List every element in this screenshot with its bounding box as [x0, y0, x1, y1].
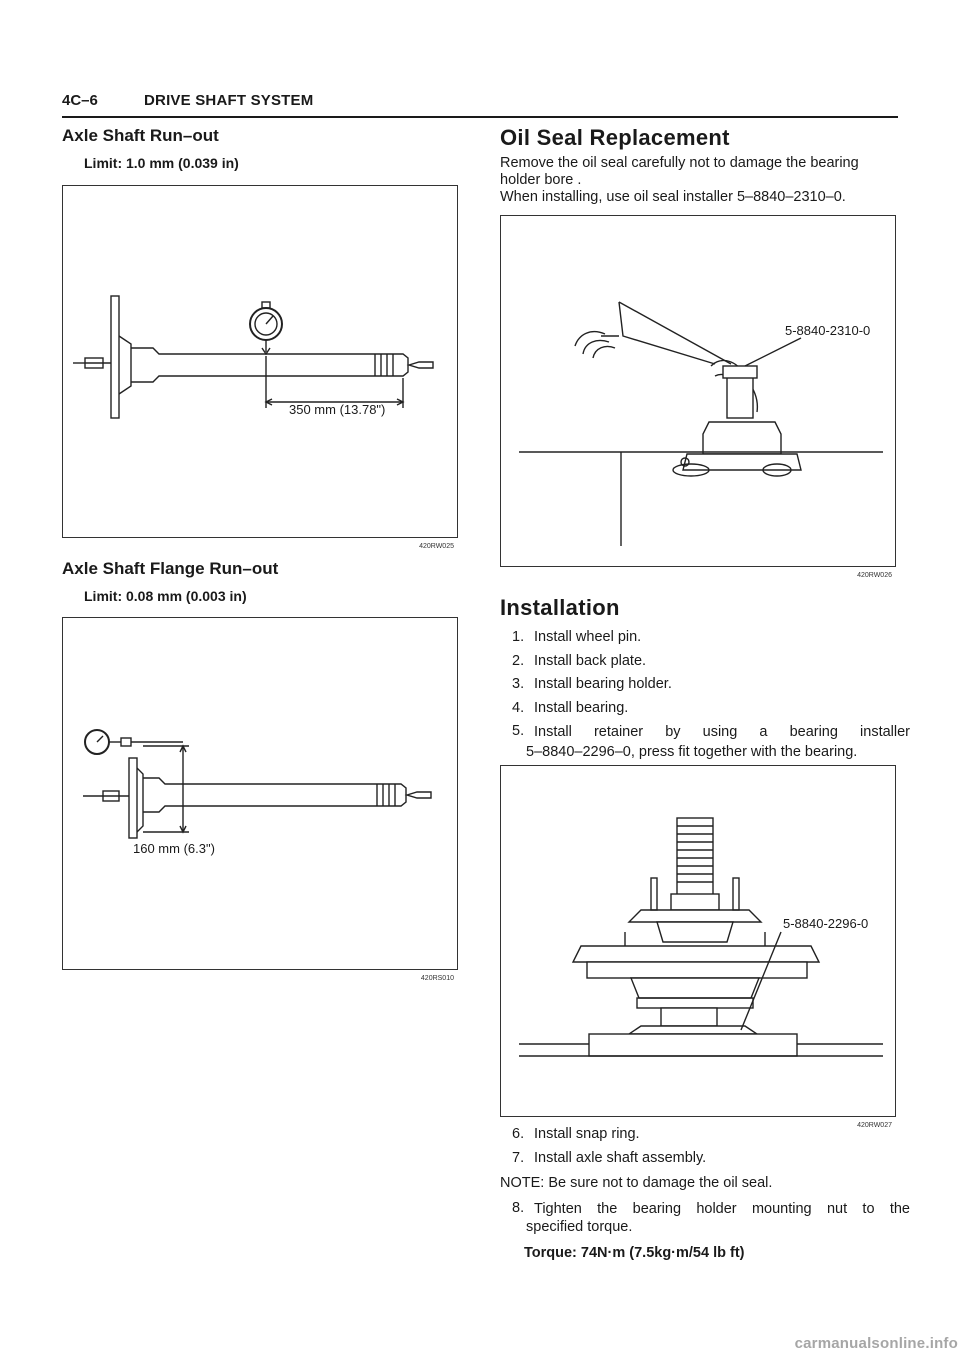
- list-item: 3. Install bearing holder.: [512, 676, 672, 692]
- note-text: NOTE: Be sure not to damage the oil seal…: [500, 1175, 773, 1191]
- list-item: 4. Install bearing.: [512, 699, 629, 716]
- installation-steps-a: 1. Install wheel pin. 2. Install back pl…: [512, 629, 910, 767]
- oil-seal-heading: Oil Seal Replacement: [500, 125, 730, 150]
- flange-limit: Limit: 0.08 mm (0.003 in): [84, 588, 247, 604]
- installation-heading: Installation: [500, 595, 620, 620]
- oil-seal-installer-illustration: [519, 301, 883, 546]
- section-number: 4C–6: [62, 92, 98, 109]
- oil-seal-tool-label: 5-8840-2310-0: [785, 323, 871, 338]
- list-item: 6. Install snap ring.: [512, 1126, 640, 1142]
- axle-flange-runout-illustration: [83, 729, 432, 839]
- runout-dimension-label: 350 mm (13.78"): [289, 402, 386, 417]
- page-header: 4C–6 DRIVE SHAFT SYSTEM: [62, 90, 898, 118]
- list-item: 2. Install back plate.: [512, 652, 647, 669]
- oil-seal-fig-code: 420RW026: [857, 572, 892, 579]
- flange-heading: Axle Shaft Flange Run–out: [62, 559, 279, 578]
- runout-limit: Limit: 1.0 mm (0.039 in): [84, 155, 239, 171]
- runout-fig-code: 420RW025: [419, 543, 454, 550]
- list-item: 8. Tighten the bearing holder mounting n…: [512, 1200, 910, 1235]
- torque-spec: Torque: 74N·m (7.5kg·m/54 lb ft): [524, 1245, 745, 1261]
- bearing-installer-figure: 5-8840-2296-0 420RW027: [500, 765, 896, 1129]
- installation-steps-b: 6. Install snap ring. 7. Install axle sh…: [512, 1126, 898, 1173]
- bearing-installer-illustration: [519, 817, 883, 1057]
- section-title: DRIVE SHAFT SYSTEM: [144, 92, 314, 109]
- list-item: 7. Install axle shaft assembly.: [512, 1149, 707, 1166]
- installation-step-8: 8. Tighten the bearing holder mounting n…: [512, 1200, 910, 1244]
- runout-figure: 350 mm (13.78") 420RW025: [62, 185, 458, 550]
- bearing-installer-fig-code: 420RW027: [857, 1122, 892, 1129]
- axle-shaft-runout-illustration: [73, 295, 434, 419]
- oil-seal-para-line1: Remove the oil seal carefully not to dam…: [500, 155, 859, 171]
- oil-seal-figure: 5-8840-2310-0 420RW026: [500, 215, 896, 579]
- bearing-installer-label: 5-8840-2296-0: [783, 916, 869, 931]
- list-item: 5. Install retainer by using a bearing i…: [512, 723, 910, 760]
- list-item: 1. Install wheel pin.: [512, 629, 642, 645]
- oil-seal-para-line3: When installing, use oil seal installer …: [500, 189, 846, 205]
- flange-dimension-label: 160 mm (6.3"): [133, 841, 215, 856]
- watermark: carmanualsonline.info: [794, 1335, 958, 1352]
- runout-heading: Axle Shaft Run–out: [62, 126, 219, 145]
- flange-fig-code: 420RS010: [420, 975, 454, 982]
- oil-seal-para-line2: holder bore .: [500, 172, 582, 188]
- flange-figure: 160 mm (6.3") 420RS010: [62, 617, 458, 982]
